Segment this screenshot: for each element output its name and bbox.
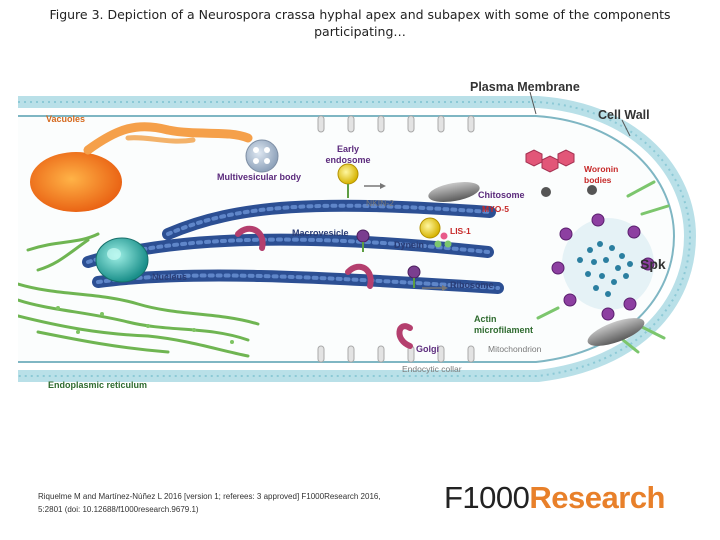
macrovesicle [356, 229, 370, 252]
label-golgi: Golgi [416, 344, 439, 354]
leader-lines [529, 91, 631, 137]
logo-research: Research [529, 480, 665, 515]
endoplasmic-reticulum [18, 232, 260, 358]
label-mitochondrion: Mitochondrion [488, 344, 542, 354]
label-endoplasmic-reticulum: Endoplasmic reticulum [48, 380, 148, 390]
label-spk: Spk [640, 256, 666, 272]
label-macrovesicle: Macrovesicle [292, 228, 349, 238]
vacuole-tubular [83, 122, 253, 155]
label-nkin2: NKIN-2 [366, 198, 394, 208]
nucleus [95, 237, 149, 283]
actin-microfilaments [536, 180, 670, 354]
label-cell-wall: Cell Wall [598, 108, 650, 122]
early-endosome [337, 163, 359, 198]
er-ribosome-dots [56, 306, 234, 344]
citation-line-2: 5:2801 (doi: 10.12688/f1000research.9679… [38, 505, 199, 514]
label-vacuoles: Vacuoles [46, 114, 86, 124]
label-actin-microfilament: Actin microfilament [474, 314, 534, 335]
chitosomes [541, 185, 597, 197]
hypha-illustration [18, 91, 697, 382]
label-multivesicular-body: Multivesicular body [216, 172, 302, 182]
label-nucleus: Nucleus [152, 272, 188, 282]
mitochondria [428, 182, 645, 346]
label-myo5: MYO-5 [482, 204, 509, 214]
woronin-bodies [525, 149, 575, 173]
label-dynein: Dynein [394, 240, 425, 250]
label-woronin-bodies: Woronin bodies [584, 164, 619, 185]
endocytic-patches [317, 115, 475, 363]
label-early-endosome: Early endosome [325, 144, 371, 165]
label-ribosome: Ribosome [450, 280, 494, 290]
figure-caption: Figure 3. Depiction of a Neurospora cras… [49, 7, 671, 39]
cell-wall [18, 96, 697, 382]
label-plasma-membrane: Plasma Membrane [470, 80, 580, 94]
label-chitosome: Chitosome [478, 190, 525, 200]
label-endocytic-collar: Endocytic collar [402, 364, 462, 374]
logo-f1000: F1000 [444, 480, 530, 515]
golgi [235, 225, 413, 349]
multivesicular-body [245, 139, 279, 173]
ribosome-vesicle [407, 265, 421, 288]
dynein-lis1-complex [419, 217, 452, 248]
label-lis1: LIS-1 [450, 226, 471, 236]
vacuole-large [30, 152, 122, 212]
spitzenkorper [551, 213, 655, 321]
citation-line-1: Riquelme M and Martínez-Núñez L 2016 [ve… [38, 492, 381, 501]
hypha-diagram: Plasma Membrane Cell Wall Vacuoles Multi… [18, 64, 704, 434]
citation: Riquelme M and Martínez-Núñez L 2016 [ve… [38, 490, 438, 516]
